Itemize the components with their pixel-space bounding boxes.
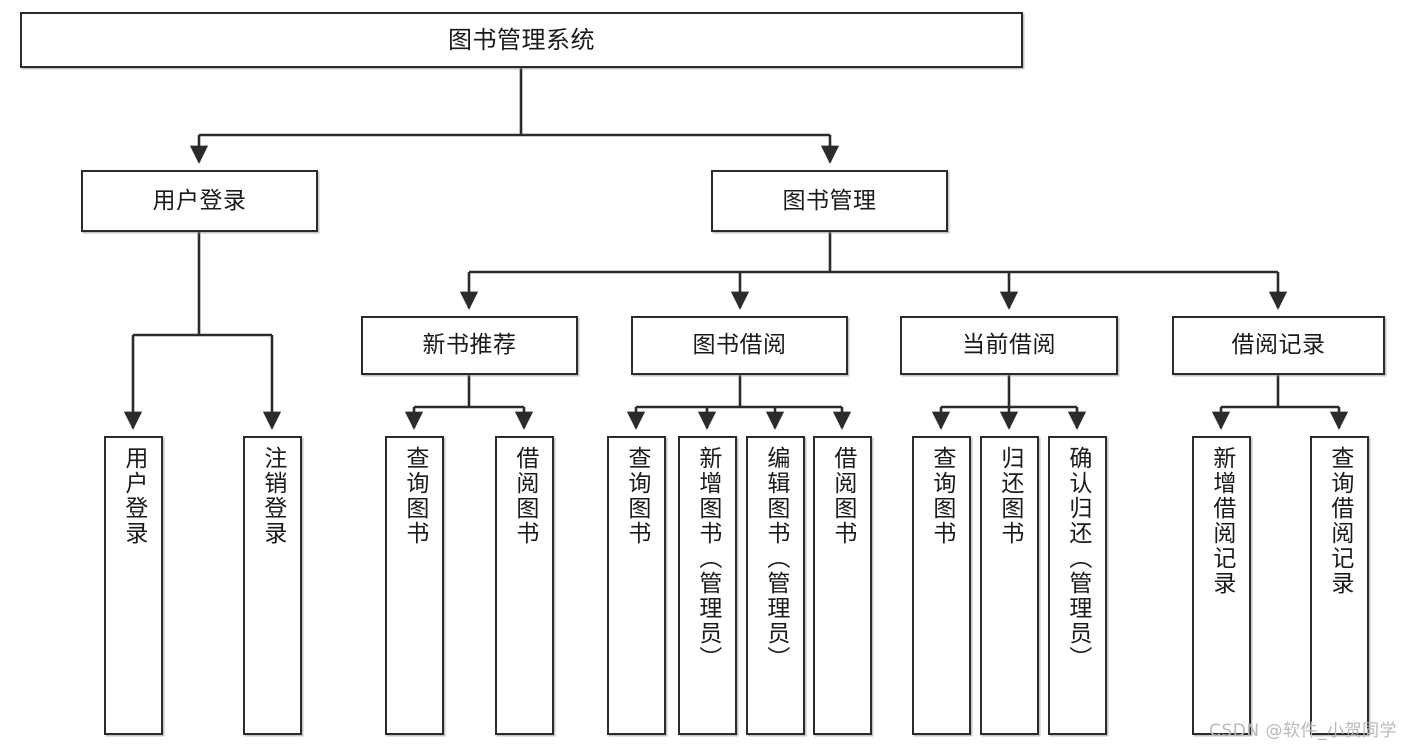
leaf-borrow-record-query[interactable]: 查询借阅记录: [1310, 436, 1369, 735]
leaf-label: 注销登录: [259, 446, 286, 546]
node-current-borrow[interactable]: 当前借阅: [900, 316, 1118, 375]
leaf-borrow-record-add[interactable]: 新增借阅记录: [1192, 436, 1251, 735]
leaf-label: 借阅图书: [511, 446, 538, 546]
node-root-label: 图书管理系统: [448, 26, 595, 54]
leaf-new-book-query[interactable]: 查询图书: [385, 436, 444, 735]
node-root[interactable]: 图书管理系统: [20, 12, 1023, 68]
leaf-label: 查询图书: [928, 446, 955, 546]
leaf-book-borrow-query[interactable]: 查询图书: [607, 436, 666, 735]
leaf-label: 确认归还（管理员）: [1064, 446, 1091, 671]
leaf-book-borrow-edit[interactable]: 编辑图书（管理员）: [746, 436, 805, 735]
leaf-label: 查询图书: [623, 446, 650, 546]
leaf-label: 用户登录: [120, 446, 147, 546]
leaf-label: 归还图书: [996, 446, 1023, 546]
leaf-label: 查询借阅记录: [1326, 446, 1353, 596]
watermark: CSDN @软件_小贺同学: [1209, 721, 1397, 741]
leaf-user-login-signout[interactable]: 注销登录: [243, 436, 302, 735]
leaf-label: 新增图书（管理员）: [694, 446, 721, 671]
leaf-current-borrow-query[interactable]: 查询图书: [912, 436, 971, 735]
node-book-management-label: 图书管理: [782, 187, 877, 214]
node-book-borrow[interactable]: 图书借阅: [631, 316, 848, 375]
node-user-login-label: 用户登录: [152, 187, 247, 214]
leaf-current-borrow-confirm[interactable]: 确认归还（管理员）: [1048, 436, 1107, 735]
leaf-book-borrow-lend[interactable]: 借阅图书: [813, 436, 872, 735]
node-borrow-record[interactable]: 借阅记录: [1172, 316, 1385, 375]
leaf-book-borrow-add[interactable]: 新增图书（管理员）: [678, 436, 737, 735]
leaf-current-borrow-return[interactable]: 归还图书: [980, 436, 1039, 735]
node-user-login[interactable]: 用户登录: [81, 170, 318, 232]
leaf-label: 编辑图书（管理员）: [762, 446, 789, 671]
node-new-book-recommend[interactable]: 新书推荐: [361, 316, 578, 375]
leaf-user-login-signin[interactable]: 用户登录: [104, 436, 163, 735]
leaf-label: 新增借阅记录: [1208, 446, 1235, 596]
node-current-borrow-label: 当前借阅: [962, 332, 1056, 359]
leaf-label: 查询图书: [401, 446, 428, 546]
node-new-book-recommend-label: 新书推荐: [422, 332, 517, 359]
leaf-new-book-borrow[interactable]: 借阅图书: [495, 436, 554, 735]
node-book-borrow-label: 图书借阅: [692, 332, 787, 359]
node-book-management[interactable]: 图书管理: [711, 170, 948, 232]
node-borrow-record-label: 借阅记录: [1231, 332, 1326, 359]
leaf-label: 借阅图书: [829, 446, 856, 546]
